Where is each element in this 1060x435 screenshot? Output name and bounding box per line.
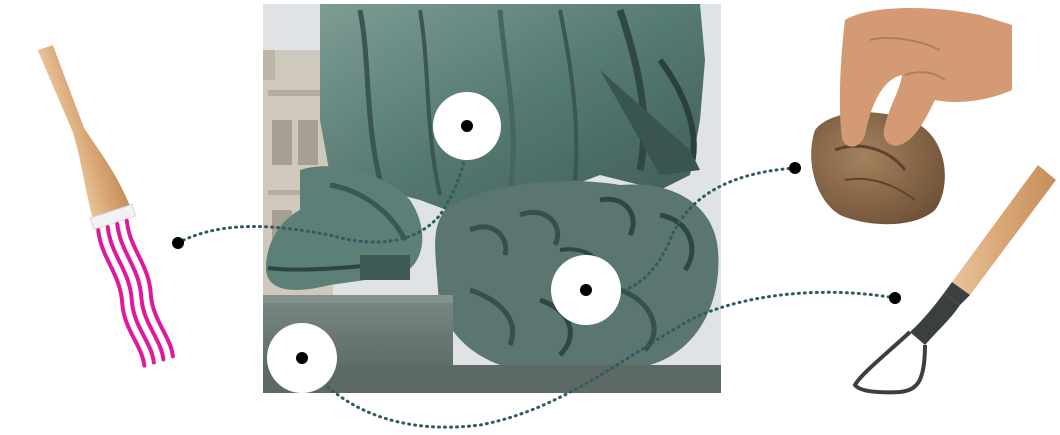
statue-base-photo (263, 4, 721, 393)
sponge-endpoint-dot (789, 162, 801, 174)
clay-sponge-icon (811, 8, 1012, 224)
marker-plinth (267, 323, 337, 393)
brush-endpoint-dot (172, 237, 184, 249)
loop-endpoint-dot (889, 292, 901, 304)
marker-flowers (551, 255, 621, 325)
paint-brush-icon (36, 37, 181, 367)
marker-shoe (433, 92, 501, 160)
